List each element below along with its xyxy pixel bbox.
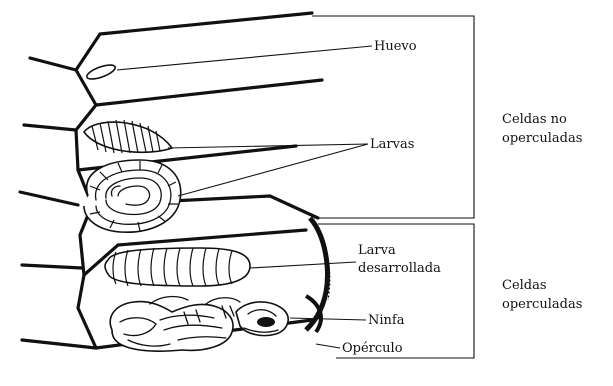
- label-ninfa: Ninfa: [368, 313, 405, 328]
- developed-larva-drawing: [105, 248, 250, 286]
- cell-stub-2: [24, 125, 76, 130]
- leader-larvas-1: [168, 144, 368, 148]
- label-desarrollada: desarrollada: [358, 261, 441, 276]
- coiled-larva-drawing: [84, 160, 181, 232]
- group-label-no-operculadas-line1: Celdas no: [502, 112, 567, 127]
- group-label-operculadas-line2: operculadas: [502, 297, 582, 312]
- cell-stub-4: [22, 265, 82, 268]
- leader-huevo: [117, 46, 372, 70]
- egg-drawing: [85, 62, 117, 82]
- group-brackets: [312, 16, 474, 358]
- cell-wall-1: [96, 80, 322, 105]
- group-label-no-operculadas-line2: operculadas: [502, 131, 582, 146]
- label-larva: Larva: [358, 243, 396, 258]
- label-operculo: Opérculo: [342, 341, 403, 356]
- leader-larvas-2: [178, 144, 368, 196]
- group-label-operculadas-line1: Celdas: [502, 278, 547, 293]
- bracket-operculadas: [318, 224, 474, 358]
- cell-stub-1: [30, 58, 76, 70]
- cell-stub-3: [20, 192, 78, 205]
- leader-ninfa: [290, 318, 366, 320]
- leader-operculo: [316, 344, 340, 348]
- operculum-caps: [306, 218, 330, 332]
- labels: Huevo Larvas Larva desarrollada Ninfa Op…: [342, 39, 582, 356]
- cell-wall-top: [100, 13, 312, 34]
- label-larvas: Larvas: [370, 137, 414, 152]
- leader-larva-desarrollada: [250, 262, 356, 268]
- label-huevo: Huevo: [374, 39, 417, 54]
- young-larva-drawing: [84, 120, 172, 153]
- cell-stub-5: [22, 340, 96, 348]
- pupa-drawing: [110, 297, 288, 352]
